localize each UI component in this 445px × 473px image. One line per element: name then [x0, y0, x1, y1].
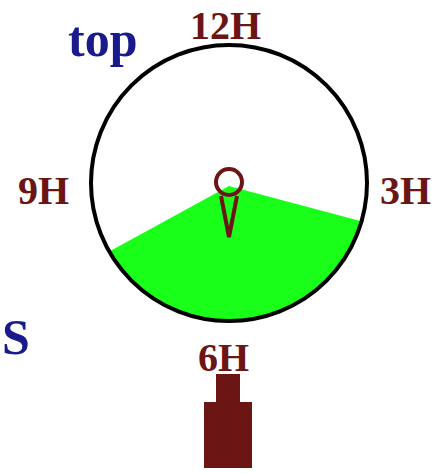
pointer-tip: [221, 196, 237, 237]
clock-position: 3H: [380, 171, 431, 211]
position-label: top: [68, 14, 137, 64]
pointer-ring: [216, 169, 242, 195]
pipe-wall: [91, 45, 367, 321]
title-fragment: S: [2, 312, 30, 362]
probe-stem: [216, 374, 240, 402]
clock-position: 12H: [190, 6, 261, 46]
clock-position: 6H: [198, 338, 249, 378]
probe-body: [204, 402, 252, 468]
clock-position: 9H: [18, 171, 69, 211]
